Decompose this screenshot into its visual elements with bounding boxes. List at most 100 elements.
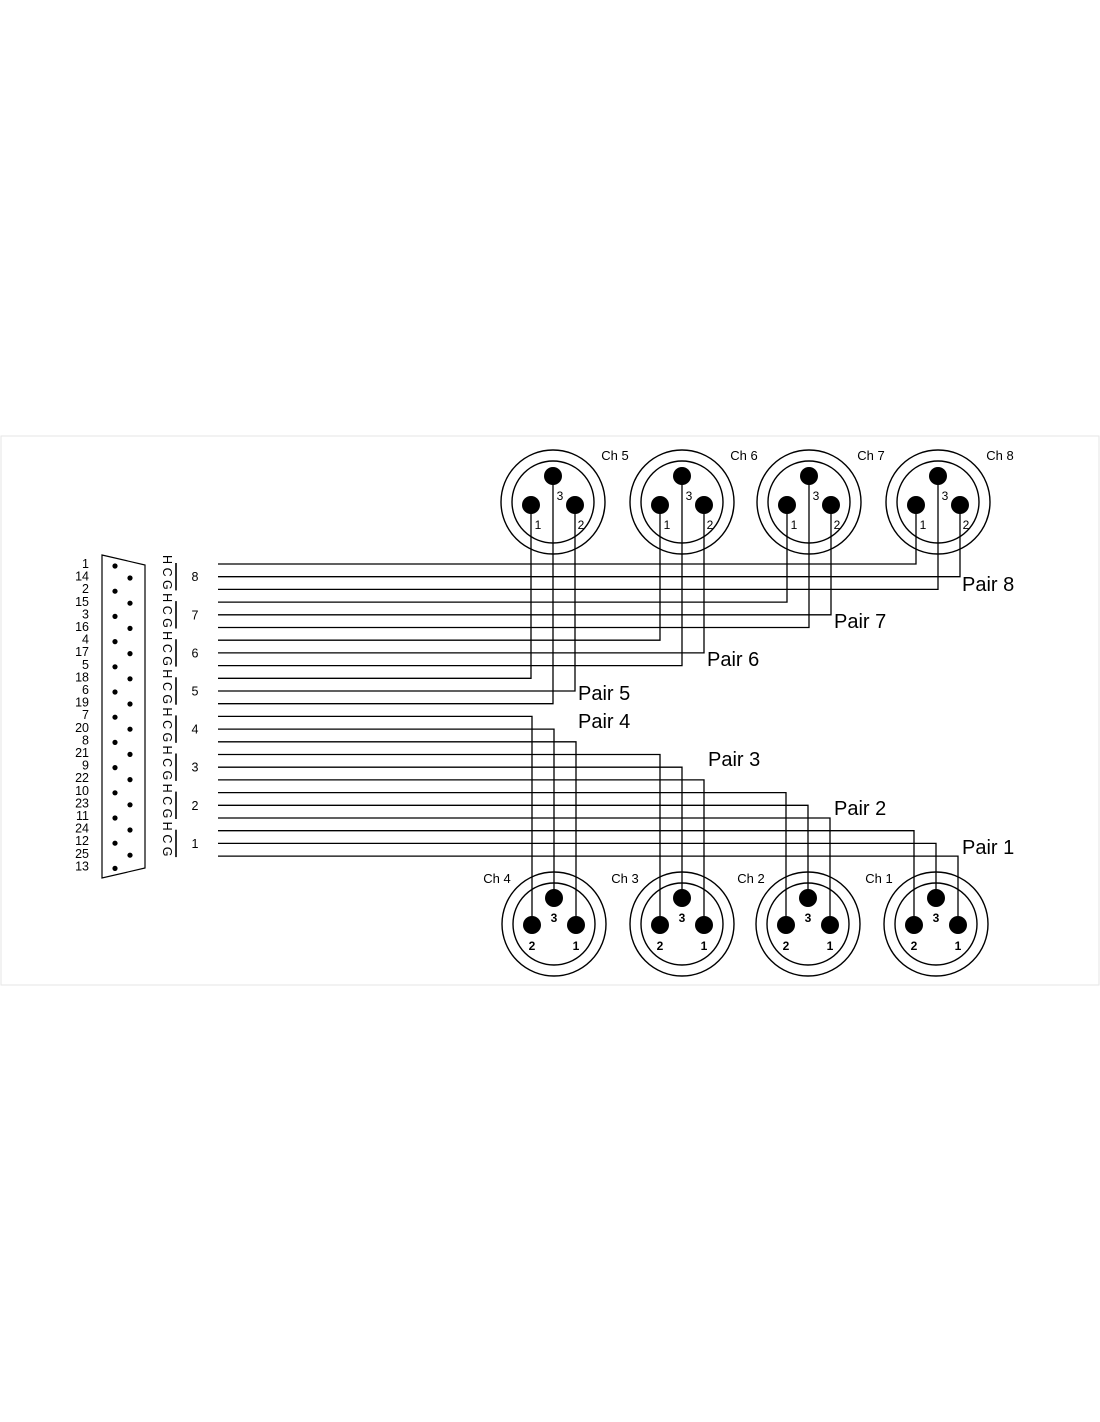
xlr-pin-label: 3: [933, 911, 940, 925]
db25-pin-number: 19: [75, 696, 89, 710]
signal-letter: H: [160, 669, 174, 678]
signal-letter: H: [160, 593, 174, 602]
xlr-inner-ring: [766, 882, 850, 966]
wire-cold: [218, 505, 576, 692]
db25-pin-dot: [112, 714, 118, 720]
db25-pin-dot: [112, 739, 118, 746]
xlr-pin-contact: [951, 496, 969, 514]
db25-pin-number: 9: [82, 759, 89, 773]
db25-pin-dot: [127, 651, 133, 657]
signal-letter: G: [160, 771, 174, 781]
pair-number: 4: [192, 723, 199, 737]
db25-pin-number: 7: [82, 708, 89, 722]
xlr-inner-ring: [512, 882, 596, 966]
wire-hot: [218, 505, 917, 565]
xlr-pin-contact: [905, 916, 923, 934]
wire-hot: [218, 505, 661, 641]
db25-pin-number: 17: [75, 645, 89, 659]
db25-pin-dot: [112, 865, 118, 872]
pair-label: Pair 4: [578, 711, 630, 733]
xlr-pin-contact: [695, 496, 713, 514]
db25-pin-dot: [112, 840, 118, 846]
xlr-pin-contact: [673, 889, 691, 907]
xlr-pin-contact: [821, 916, 839, 934]
db25-pin-number: 23: [75, 796, 89, 810]
db25-pin-dot: [127, 852, 133, 858]
xlr-channel-label: Ch 2: [737, 871, 764, 886]
wire-hot: [218, 830, 915, 925]
db25-pin-number: 25: [75, 847, 89, 861]
pair-label: Pair 3: [708, 749, 760, 771]
pair-label: Pair 7: [834, 611, 886, 633]
signal-letter: C: [160, 758, 174, 767]
db25-pin-dot: [127, 802, 133, 808]
db25-pin-number: 2: [82, 582, 89, 596]
wire-ground: [218, 779, 705, 925]
pair-label: Pair 5: [578, 683, 630, 705]
wire-hot: [218, 505, 532, 679]
db25-pin-dot: [112, 765, 118, 771]
xlr-outer-ring: [501, 871, 607, 977]
xlr-pin-label: 3: [679, 911, 686, 925]
signal-letter: C: [160, 796, 174, 805]
xlr-pin-label: 2: [911, 939, 918, 953]
xlr-pin-label: 1: [535, 518, 542, 532]
signal-letter: G: [160, 847, 174, 857]
wire-cold: [218, 505, 705, 654]
xlr-inner-ring: [640, 460, 724, 544]
xlr-pin-label: 3: [551, 911, 558, 925]
db25-pin-number: 24: [75, 822, 89, 836]
pair-number: 5: [192, 685, 199, 699]
db25-pin-dot: [127, 575, 133, 581]
db25-pin-number: 3: [82, 607, 89, 621]
xlr-pin-contact: [522, 496, 540, 514]
pair-label: Pair 8: [962, 574, 1014, 596]
xlr-channel-label: Ch 4: [483, 871, 510, 886]
wire-cold: [218, 505, 961, 578]
xlr-pin-label: 2: [707, 518, 714, 532]
db25-pin-dot: [127, 625, 133, 632]
pair-number: 1: [192, 837, 199, 851]
pair-label: Pair 1: [962, 837, 1014, 859]
xlr-pin-label: 1: [664, 518, 671, 532]
xlr-channel-label: Ch 1: [865, 871, 892, 886]
db25-pin-number: 22: [75, 771, 89, 785]
db25-pin-number: 16: [75, 620, 89, 634]
xlr-inner-ring: [767, 460, 851, 544]
signal-letter: H: [160, 555, 174, 564]
db25-pin-dot: [127, 676, 133, 682]
db25-pin-number: 11: [76, 809, 89, 823]
wire-ground: [218, 476, 939, 591]
db25-pin-number: 10: [75, 784, 89, 798]
xlr-inner-ring: [894, 882, 978, 966]
db25-pin-dot: [112, 689, 118, 695]
xlr-pin-label: 1: [827, 939, 834, 953]
pair-number: 2: [192, 799, 199, 813]
signal-letter: H: [160, 707, 174, 716]
db25-pin-dot: [112, 815, 118, 821]
db25-pin-number: 8: [82, 733, 89, 747]
xlr-outer-ring: [756, 449, 862, 555]
diagram-frame: [0, 435, 1100, 986]
db25-pin-number: 21: [75, 746, 89, 760]
db25-pin-dot: [127, 751, 133, 758]
xlr-channel-label: Ch 5: [601, 448, 628, 463]
xlr-channel-label: Ch 7: [857, 448, 884, 463]
db25-pin-dot: [112, 563, 118, 569]
xlr-pin-contact: [673, 467, 691, 485]
xlr-pin-label: 2: [783, 939, 790, 953]
signal-letter: G: [160, 618, 174, 628]
db25-pin-number: 5: [82, 658, 89, 672]
wires: [218, 476, 961, 925]
signal-letter: C: [160, 644, 174, 653]
db25-pin-number: 6: [82, 683, 89, 697]
xlr-pin-contact: [651, 916, 669, 934]
db25-connector-body: [101, 554, 146, 879]
